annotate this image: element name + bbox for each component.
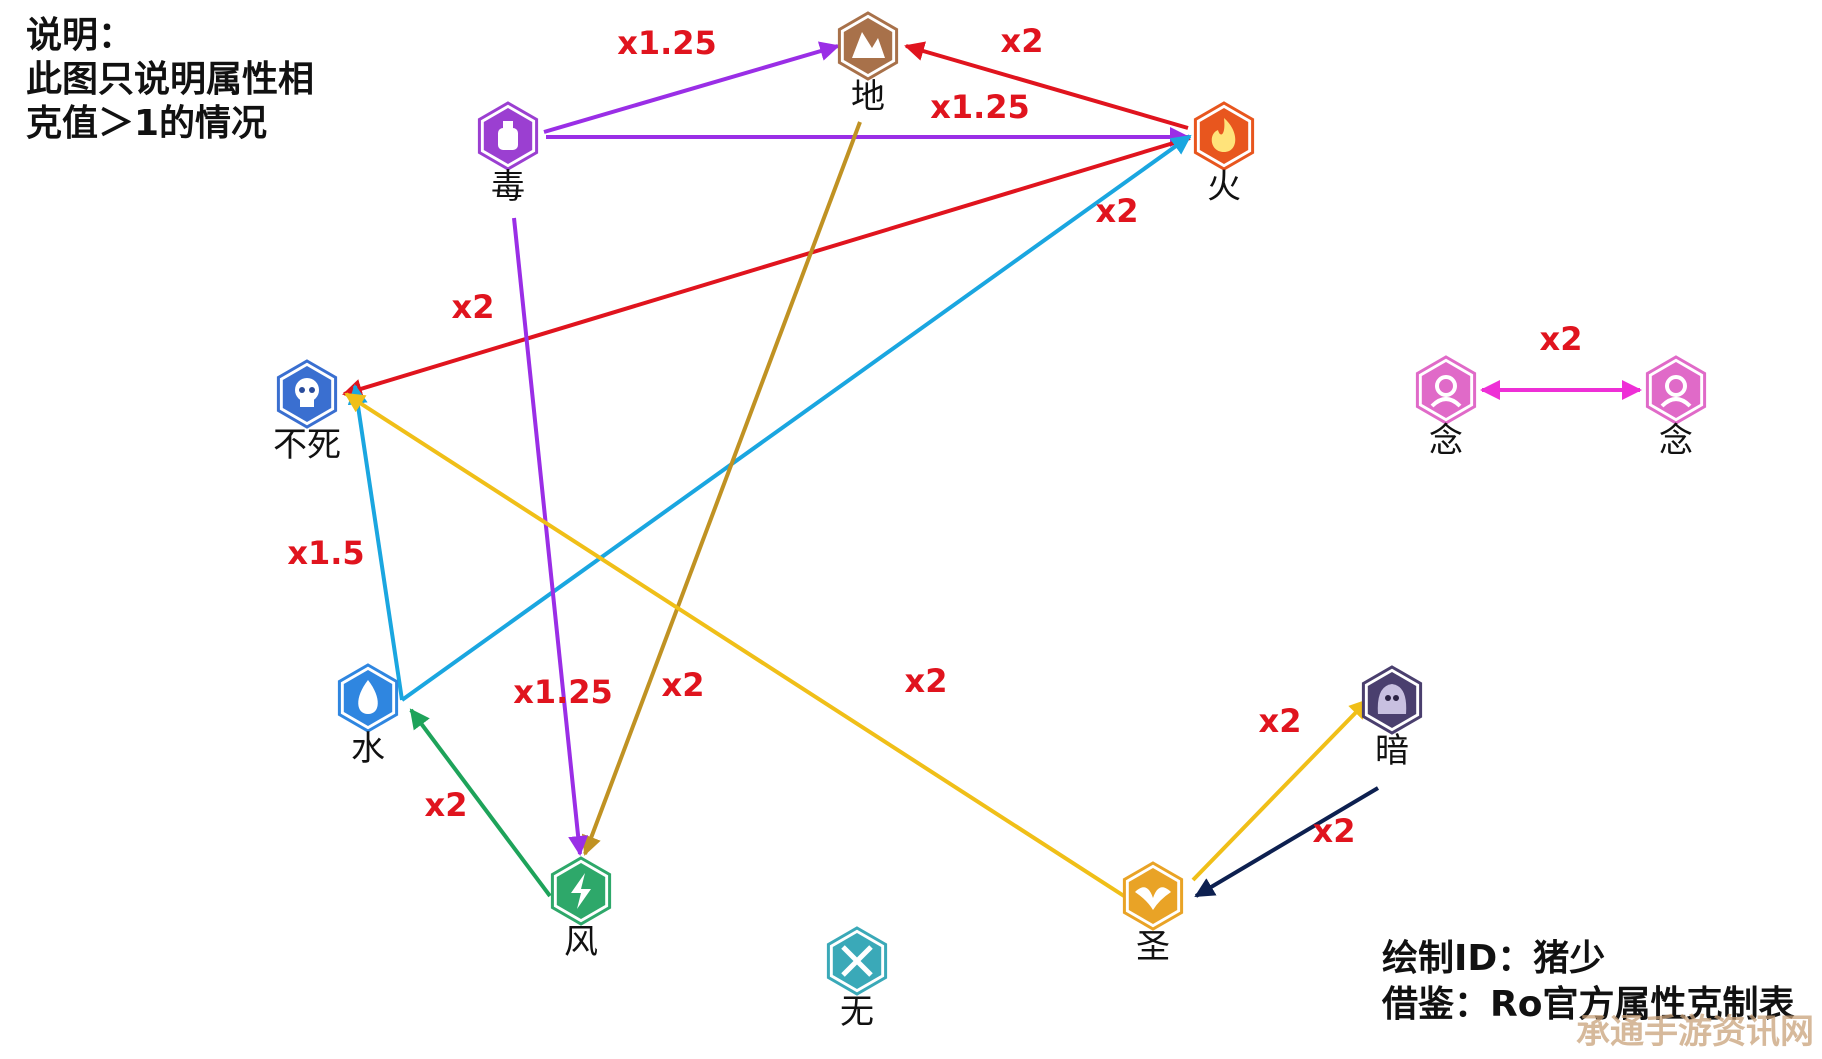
edge-multiplier-label: x2 (1313, 812, 1356, 850)
node-holy: 圣 (1122, 861, 1184, 967)
arrow-wind-to-water (409, 708, 552, 898)
node-label: 暗 (1375, 731, 1409, 771)
node-neutral: 无 (826, 926, 888, 1032)
water-icon (337, 663, 399, 733)
node-ghost1: 念 (1415, 355, 1477, 461)
ghost-icon (1645, 355, 1707, 425)
node-fire: 火 (1193, 101, 1255, 207)
arrow-holy-to-undead (344, 392, 1126, 898)
credit-source: 借鉴：Ro官方属性克制表 (1382, 984, 1795, 1025)
dark-icon (1361, 665, 1423, 735)
holy-icon (1122, 861, 1184, 931)
note-line: 此图只说明属性相 (26, 59, 315, 100)
node-wind: 风 (550, 856, 612, 962)
watermark: 承通手游资讯网 (1576, 1012, 1814, 1052)
wind-icon (550, 856, 612, 926)
node-label: 水 (351, 729, 385, 769)
edge-multiplier-label: x2 (452, 288, 495, 326)
arrow-dark-to-holy (1194, 786, 1380, 898)
edge-multiplier-label: x1.25 (617, 24, 717, 62)
skull-icon (276, 359, 338, 429)
arrow-fire-to-earth (904, 41, 1189, 130)
earth-icon (837, 11, 899, 81)
edge-multiplier-label: x2 (1001, 22, 1044, 60)
arrow-water-to-fire (400, 134, 1192, 702)
note-line: 克值＞1的情况 (26, 103, 268, 144)
arrow-poison-to-wind (512, 217, 589, 856)
edge-multiplier-label: x2 (905, 662, 948, 700)
edge-multiplier-label: x2 (662, 666, 705, 704)
arrow-holy-to-dark (1191, 698, 1370, 882)
node-label: 无 (840, 992, 874, 1032)
edge-multiplier-label: x2 (1096, 192, 1139, 230)
node-poison: 毒 (477, 101, 539, 207)
fire-icon (1193, 101, 1255, 171)
note-title: 说明： (26, 15, 135, 56)
arrow-fire-to-undead (342, 136, 1191, 399)
node-label: 念 (1659, 421, 1693, 461)
node-water: 水 (337, 663, 399, 769)
node-label: 地 (851, 77, 885, 117)
edge-multiplier-label: x1.25 (513, 673, 613, 711)
node-label: 火 (1207, 167, 1241, 207)
node-label: 不死 (273, 425, 341, 465)
node-undead: 不死 (273, 359, 341, 465)
node-label: 风 (564, 922, 598, 962)
edge-multiplier-label: x2 (425, 786, 468, 824)
arrow-earth-to-wind (581, 121, 862, 856)
edge-multiplier-label: x1.5 (287, 534, 364, 572)
node-dark: 暗 (1361, 665, 1423, 771)
edge-multiplier-label: x2 (1540, 320, 1583, 358)
edge-multiplier-label: x1.25 (930, 88, 1030, 126)
edge-multiplier-label: x2 (1259, 702, 1302, 740)
node-earth: 地 (837, 11, 899, 117)
node-label: 念 (1429, 421, 1463, 461)
node-label: 毒 (491, 167, 525, 207)
arrow-poison-to-earth (543, 41, 840, 134)
neutral-icon (826, 926, 888, 996)
arrow-water-to-undead (347, 384, 404, 701)
credit-author: 绘制ID：猪少 (1382, 938, 1606, 979)
ghost-icon (1415, 355, 1477, 425)
node-label: 圣 (1136, 927, 1170, 967)
node-ghost2: 念 (1645, 355, 1707, 461)
poison-icon (477, 101, 539, 171)
